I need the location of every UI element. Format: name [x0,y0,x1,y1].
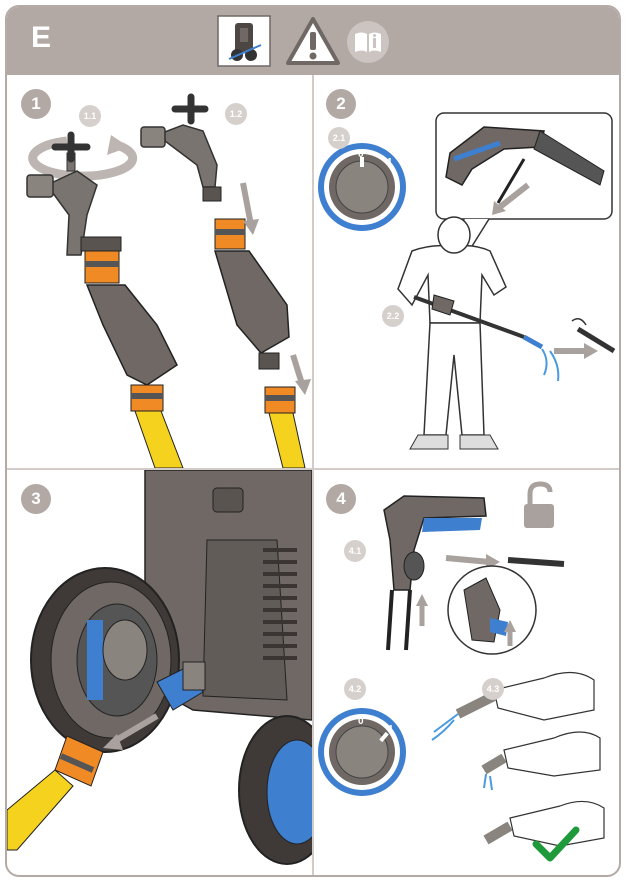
tap-hose-connection-illustration [26,93,311,468]
dial-label-on-2: 1 [388,724,394,735]
substep-2-1: 2.1 [328,127,350,149]
checkmark-icon [532,826,580,862]
instruction-book-icon [345,19,391,65]
substep-4-2: 4.2 [344,678,366,700]
grid-divider-vertical [312,75,314,875]
unlock-icon [524,481,554,528]
substep-4-1: 4.1 [344,540,366,562]
dial-label-off: 0 [358,149,364,160]
step-3-panel: 3 [7,470,312,875]
grid-divider-horizontal [7,468,619,470]
warning-triangle-icon [285,15,341,67]
spray-gun-operation-illustration: 0 1 [318,112,616,450]
step-number-4: 4 [326,484,356,514]
step-number-3: 3 [21,484,51,514]
substep-1-1: 1.1 [79,105,101,127]
section-letter: E [31,21,52,54]
section-header: E [7,7,619,75]
step-number-2: 2 [326,89,356,119]
substep-2-2: 2.2 [382,305,404,327]
substep-4-3: 4.3 [482,678,504,700]
dial-label-off-2: 0 [358,716,364,727]
step-4-panel: 0 1 4 4.1 4.2 4.3 [314,470,619,875]
step-2-panel: 0 1 2 2.1 [314,75,619,468]
hose-disconnect-illustration [7,470,312,865]
substep-1-2: 1.2 [225,103,247,125]
instruction-page: E [5,5,621,877]
nozzle-release-illustration: 0 1 [318,481,605,862]
dial-label-on: 1 [387,157,393,168]
step-1-panel: 1 1.1 1.2 [7,75,312,468]
product-assembly-icon [217,15,271,67]
step-number-1: 1 [21,89,51,119]
